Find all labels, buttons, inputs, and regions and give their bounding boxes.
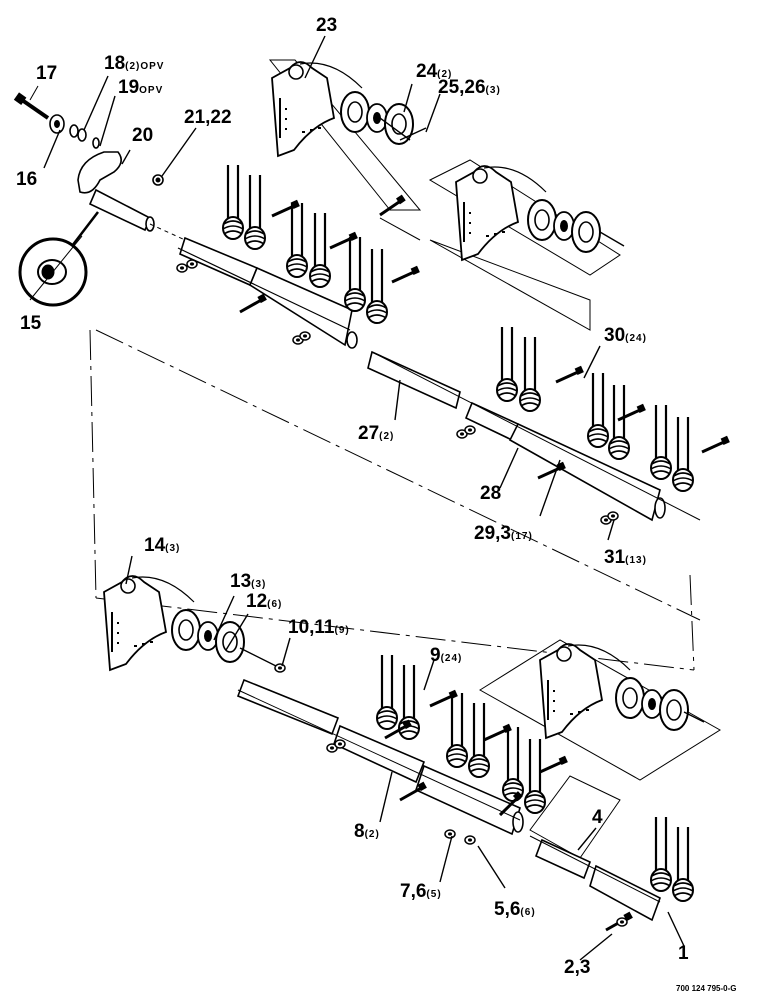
callout-number: 19	[118, 77, 140, 98]
callout-number: 29,3	[474, 523, 511, 544]
middle-shaft-assembly	[367, 325, 732, 525]
callout-quantity: (3)	[165, 543, 181, 554]
callout-number: 12	[246, 591, 268, 612]
callout-number: 10,11	[288, 617, 335, 638]
callout-quantity: (2)	[437, 69, 453, 80]
callout-25-26: 25,26(3)	[438, 78, 501, 97]
callout-number: 2,3	[564, 957, 591, 978]
callout-10-11: 10,11(9)	[288, 618, 350, 637]
figure-id: 700 124 795-0-G	[676, 984, 737, 993]
drive-crank-assembly	[13, 92, 164, 232]
callout-quantity: (5)	[426, 889, 442, 900]
callout-number: 13	[230, 571, 252, 592]
callout-number: 5,6	[494, 899, 521, 920]
callout-2-3: 2,3	[564, 958, 590, 977]
callout-quantity: (2)	[379, 431, 395, 442]
upper-right-bracket-assembly	[428, 159, 625, 331]
callout-quantity: (2)OPV	[125, 61, 165, 72]
callout-number: 18	[104, 53, 126, 74]
callout-number: 27	[358, 423, 380, 444]
callout-quantity: (24)	[440, 653, 463, 664]
callout-number: 30	[604, 325, 626, 346]
callout-number: 7,6	[400, 881, 427, 902]
callout-quantity: (17)	[510, 531, 533, 542]
callout-13: 13(3)	[230, 572, 266, 591]
callout-7-6: 7,6(5)	[400, 882, 442, 901]
bearing-detail-inset	[18, 211, 99, 307]
callout-number: 8	[354, 821, 365, 842]
callout-17: 17	[36, 64, 57, 83]
callout-quantity: OPV	[139, 85, 164, 96]
callout-1: 1	[678, 944, 689, 963]
callout-9: 9(24)	[430, 646, 462, 665]
callout-27: 27(2)	[358, 424, 394, 443]
callout-quantity: (3)	[251, 579, 267, 590]
callout-12: 12(6)	[246, 592, 282, 611]
callout-number: 23	[316, 15, 338, 36]
callout-14: 14(3)	[144, 536, 180, 555]
callout-number: 24	[416, 61, 438, 82]
callout-28: 28	[480, 484, 501, 503]
callout-quantity: (6)	[267, 599, 283, 610]
callout-number: 9	[430, 645, 441, 666]
assembly-frame-outline	[89, 329, 701, 671]
callout-quantity: (2)	[364, 829, 380, 840]
lower-right-bracket-assembly	[479, 639, 721, 932]
callout-number: 21,22	[184, 107, 232, 128]
callout-5-6: 5,6(6)	[494, 900, 536, 919]
callout-30: 30(24)	[604, 326, 647, 345]
lower-reel-assembly	[103, 575, 570, 845]
callout-29-3: 29,3(17)	[474, 524, 533, 543]
callout-quantity: (24)	[625, 333, 647, 344]
callout-quantity: (6)	[520, 907, 536, 918]
callout-number: 20	[132, 125, 154, 146]
callout-18: 18(2)OPV	[104, 54, 164, 73]
callout-quantity: (3)	[485, 85, 501, 96]
upper-reel-assembly	[149, 59, 427, 349]
callout-16: 16	[16, 170, 37, 189]
callout-number: 14	[144, 535, 166, 556]
callout-31: 31(13)	[604, 548, 647, 567]
callout-number: 1	[678, 943, 689, 964]
callout-4: 4	[592, 808, 603, 827]
callout-19: 19OPV	[118, 78, 163, 97]
callout-21-22: 21,22	[184, 108, 232, 127]
callout-24: 24(2)	[416, 62, 452, 81]
callout-number: 28	[480, 483, 502, 504]
callout-leader-lines	[29, 35, 685, 961]
callout-number: 4	[592, 807, 603, 828]
callout-quantity: (9)	[334, 625, 350, 636]
callout-number: 25,26	[438, 77, 486, 98]
callout-number: 31	[604, 547, 626, 568]
callout-20: 20	[132, 126, 153, 145]
callout-number: 16	[16, 169, 38, 190]
callout-number: 15	[20, 313, 42, 334]
callout-15: 15	[20, 314, 41, 333]
callout-23: 23	[316, 16, 337, 35]
callout-number: 17	[36, 63, 58, 84]
callout-quantity: (13)	[625, 555, 647, 566]
callout-8: 8(2)	[354, 822, 380, 841]
